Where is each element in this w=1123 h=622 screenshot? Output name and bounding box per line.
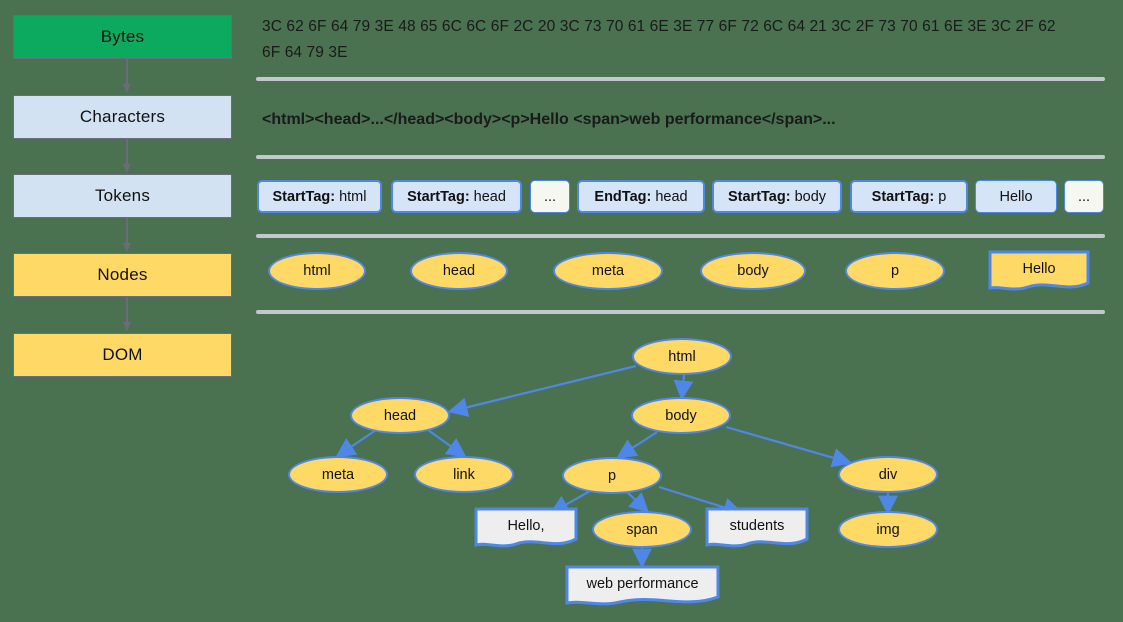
- edge-html-head: [447, 364, 637, 417]
- pipeline-step-characters[interactable]: Characters: [13, 95, 232, 139]
- token-value: ...: [543, 188, 557, 205]
- token-value: ...: [1077, 188, 1091, 205]
- pipeline-step-tokens[interactable]: Tokens: [13, 174, 232, 218]
- edge-body-div: [725, 425, 853, 468]
- token-value: html: [339, 188, 367, 205]
- characters-markup-text: <html><head>...</head><body><p>Hello <sp…: [262, 111, 836, 128]
- bytes-hex-text: 3C 62 6F 64 79 3E 48 65 6C 6C 6F 2C 20 3…: [262, 18, 1056, 61]
- node-label: head: [442, 263, 476, 279]
- node-ellipse[interactable]: html: [268, 252, 366, 290]
- node-ellipse[interactable]: p: [845, 252, 945, 290]
- token-chip[interactable]: StartTag: p: [850, 180, 968, 213]
- pipeline-step-label: Characters: [79, 107, 166, 126]
- pipeline-arrow-3: [120, 218, 134, 254]
- tree-node-label: body: [665, 407, 697, 424]
- tree-node-head[interactable]: head: [350, 397, 450, 434]
- node-ellipse[interactable]: head: [410, 252, 508, 290]
- token-chip-ellipsis[interactable]: ...: [530, 180, 570, 213]
- token-kind: EndTag:: [594, 188, 652, 205]
- token-chip-ellipsis[interactable]: ...: [1064, 180, 1104, 213]
- tree-node-text-students[interactable]: students: [705, 507, 809, 549]
- divider-nodes-dom: [256, 310, 1105, 314]
- token-value: body: [794, 188, 827, 205]
- tree-node-label: div: [878, 466, 898, 483]
- token-chip[interactable]: EndTag: head: [577, 180, 705, 213]
- tree-node-text-webperformance[interactable]: web performance: [565, 565, 720, 607]
- edge-html-body: [673, 374, 694, 401]
- token-chip-text[interactable]: Hello: [975, 180, 1057, 213]
- edge-body-p: [616, 431, 658, 459]
- token-value: p: [938, 188, 947, 205]
- tree-node-label: students: [729, 517, 785, 534]
- tree-node-body[interactable]: body: [631, 397, 731, 434]
- pipeline-arrow-1: [120, 59, 134, 95]
- tree-node-label: html: [668, 348, 696, 365]
- divider-bytes-characters: [256, 77, 1105, 81]
- divider-tokens-nodes: [256, 234, 1105, 238]
- pipeline-step-label: Tokens: [94, 186, 151, 205]
- tree-node-label: head: [383, 407, 417, 424]
- token-kind: StartTag:: [272, 188, 336, 205]
- node-label: Hello: [1022, 260, 1056, 277]
- pipeline-step-label: Bytes: [100, 27, 145, 46]
- token-value: head: [655, 188, 688, 205]
- edge-p-span: [626, 491, 650, 514]
- tree-node-div[interactable]: div: [838, 456, 938, 493]
- token-kind: StartTag:: [727, 188, 791, 205]
- tree-node-link[interactable]: link: [414, 456, 514, 493]
- tree-node-label: p: [607, 467, 617, 484]
- tree-node-text-hello[interactable]: Hello,: [474, 507, 578, 549]
- pipeline-step-dom[interactable]: DOM: [13, 333, 232, 377]
- token-kind: StartTag:: [407, 188, 470, 205]
- pipeline-step-nodes[interactable]: Nodes: [13, 253, 232, 297]
- tree-node-label: img: [876, 521, 900, 538]
- tree-node-label: meta: [321, 466, 355, 483]
- token-kind: StartTag:: [871, 188, 935, 205]
- tree-node-label: web performance: [586, 575, 699, 592]
- node-label: body: [737, 263, 769, 279]
- node-label: html: [303, 263, 331, 279]
- token-value: head: [473, 188, 506, 205]
- node-label: meta: [591, 263, 625, 279]
- token-chip[interactable]: StartTag: html: [257, 180, 382, 213]
- node-ellipse[interactable]: body: [700, 252, 806, 290]
- token-value: Hello: [999, 188, 1033, 205]
- token-chip[interactable]: StartTag: body: [712, 180, 842, 213]
- tree-node-label: link: [453, 466, 475, 483]
- pipeline-step-label: Nodes: [97, 265, 148, 284]
- tree-node-label: span: [626, 521, 658, 538]
- divider-characters-tokens: [256, 155, 1105, 159]
- edge-head-meta: [335, 429, 377, 458]
- edge-head-link: [427, 429, 467, 458]
- tree-node-label: Hello,: [507, 517, 545, 534]
- node-document-text[interactable]: Hello: [988, 250, 1090, 292]
- pipeline-arrow-2: [120, 139, 134, 175]
- tree-node-span[interactable]: span: [592, 511, 692, 548]
- tree-node-p[interactable]: p: [562, 457, 662, 494]
- pipeline-step-label: DOM: [102, 345, 143, 364]
- tree-node-img[interactable]: img: [838, 511, 938, 548]
- tree-node-meta[interactable]: meta: [288, 456, 388, 493]
- node-label: p: [890, 263, 900, 279]
- pipeline-step-bytes[interactable]: Bytes: [13, 15, 232, 59]
- node-ellipse[interactable]: meta: [553, 252, 663, 290]
- pipeline-arrow-4: [120, 297, 134, 333]
- tree-node-html[interactable]: html: [632, 338, 732, 375]
- token-chip[interactable]: StartTag: head: [391, 180, 522, 213]
